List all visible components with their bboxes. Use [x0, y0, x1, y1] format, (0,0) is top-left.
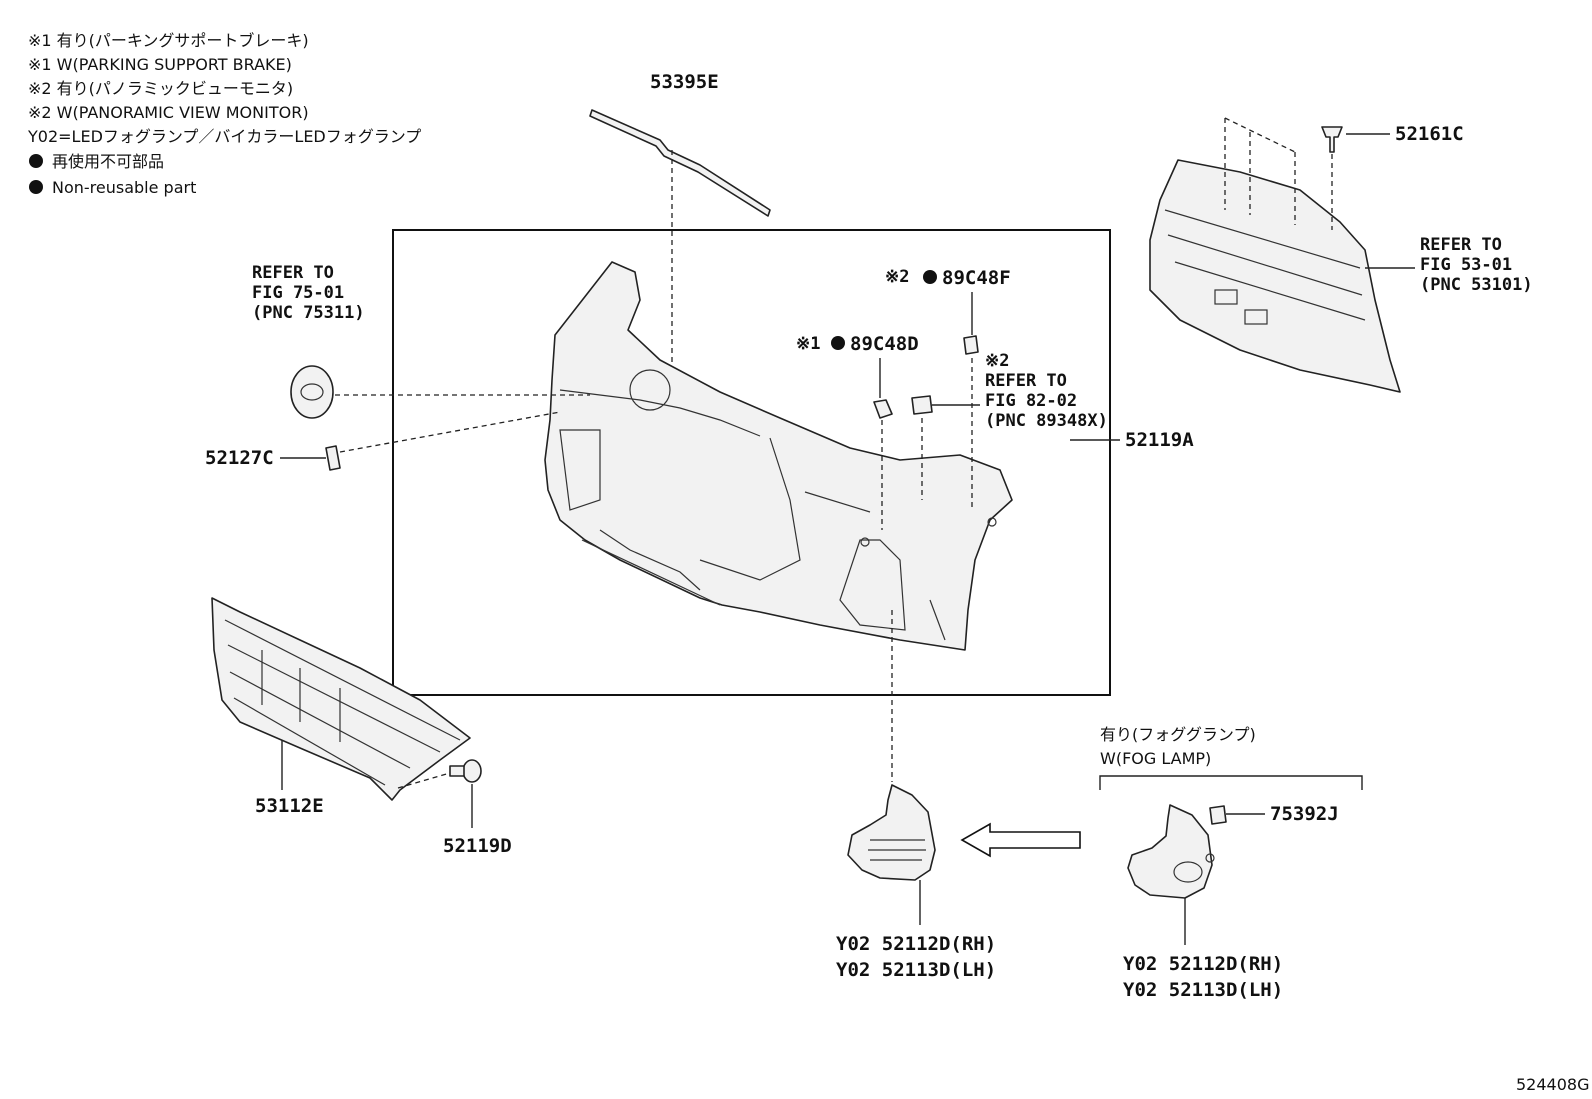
part-number-fog-lamp-rh: Y02 52112D(RH)	[1123, 953, 1283, 975]
mark-89C48D: ※1	[796, 334, 820, 354]
part-number-53395E: 53395E	[650, 71, 719, 93]
part-number-53112E: 53112E	[255, 795, 324, 817]
non-reusable-mark-icon	[923, 270, 937, 284]
emblem	[290, 365, 334, 419]
lamp-cover-with-fog	[1127, 804, 1215, 899]
part-number-52119A: 52119A	[1125, 429, 1194, 451]
bumper-seal-strip	[589, 109, 771, 217]
lamp-cover-no-fog	[847, 784, 936, 881]
clip-75392J	[1209, 805, 1227, 825]
ref-grille-line-3: (PNC 53101)	[1420, 275, 1533, 295]
screw-52119D	[449, 759, 482, 783]
bumper-assembly-frame	[392, 229, 1111, 696]
note-y02: Y02=LEDフォグランプ／バイカラーLEDフォグランプ	[27, 127, 421, 146]
leader-52119D-dashed	[397, 772, 451, 789]
part-number-52119D: 52119D	[443, 835, 512, 857]
part-number-lamp-lh: Y02 52113D(LH)	[836, 959, 996, 981]
ref-grille-line-2: FIG 53-01	[1420, 255, 1512, 275]
non-reusable-bullet-icon	[29, 154, 43, 168]
non-reusable-bullet-icon	[29, 180, 43, 194]
mark-89C48F: ※2	[885, 267, 909, 287]
note-2-jp: ※2 有り(パノラミックビューモニタ)	[28, 79, 293, 98]
ref-sensor-line-2: FIG 82-02	[985, 391, 1077, 411]
legend-en: Non-reusable part	[52, 178, 196, 197]
reference-sensor: ※2 REFER TO FIG 82-02 (PNC 89348X)	[985, 351, 1108, 431]
emblem-logo-icon	[300, 383, 324, 401]
clip-52161C	[1321, 126, 1343, 153]
upper-grille	[1149, 159, 1401, 393]
lower-grille	[211, 597, 471, 801]
leader-52127C-dashed	[339, 411, 561, 453]
notes-block: ※1 有り(パーキングサポートブレーキ) ※1 W(PARKING SUPPOR…	[27, 31, 421, 197]
reference-emblem: REFER TO FIG 75-01 (PNC 75311)	[252, 263, 365, 323]
note-2-en: ※2 W(PANORAMIC VIEW MONITOR)	[28, 103, 309, 122]
ref-grille-line-1: REFER TO	[1420, 235, 1502, 255]
note-1-jp: ※1 有り(パーキングサポートブレーキ)	[28, 31, 309, 50]
figure-code: 524408G	[1516, 1075, 1589, 1094]
part-number-89C48F: 89C48F	[942, 267, 1011, 289]
fog-option-bracket	[1099, 775, 1363, 790]
bracket-52127C	[325, 445, 341, 471]
fog-option-jp: 有り(フォググランプ)	[1100, 725, 1256, 744]
ref-emblem-line-3: (PNC 75311)	[252, 303, 365, 323]
part-number-89C48D: 89C48D	[850, 333, 919, 355]
reference-grille-upper: REFER TO FIG 53-01 (PNC 53101)	[1420, 235, 1533, 295]
part-number-52161C: 52161C	[1395, 123, 1464, 145]
ref-sensor-mark: ※2	[985, 351, 1009, 371]
note-1-en: ※1 W(PARKING SUPPORT BRAKE)	[28, 55, 292, 74]
part-number-lamp-rh: Y02 52112D(RH)	[836, 933, 996, 955]
part-number-75392J: 75392J	[1270, 803, 1339, 825]
ref-emblem-line-1: REFER TO	[252, 263, 334, 283]
ref-sensor-line-3: (PNC 89348X)	[985, 411, 1108, 431]
ref-emblem-line-2: FIG 75-01	[252, 283, 344, 303]
non-reusable-mark-icon	[831, 336, 845, 350]
part-number-52127C: 52127C	[205, 447, 274, 469]
fog-option-en: W(FOG LAMP)	[1100, 749, 1211, 768]
grille-guide-lines	[1224, 117, 1296, 225]
legend-jp: 再使用不可部品	[52, 152, 164, 171]
left-arrow-icon	[960, 822, 1081, 858]
front-bumper-cover	[544, 261, 1013, 651]
part-number-fog-lamp-lh: Y02 52113D(LH)	[1123, 979, 1283, 1001]
ref-sensor-line-1: REFER TO	[985, 371, 1067, 391]
sensor-bracket	[911, 395, 933, 415]
retainer-89C48F	[963, 335, 979, 355]
retainer-89C48D	[873, 399, 893, 419]
